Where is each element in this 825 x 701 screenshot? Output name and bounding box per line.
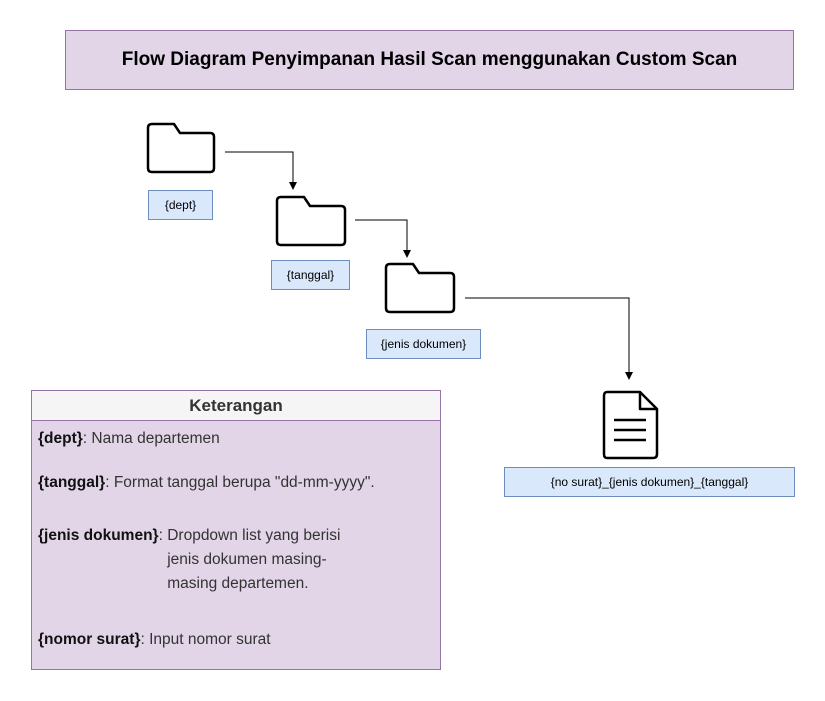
node-label-tanggal: {tanggal} [271,260,350,290]
legend-box: Keterangan {dept}: Nama departemen {tang… [31,390,441,670]
edge-dept-to-tanggal [225,151,297,190]
folder-icon [146,122,216,174]
legend-desc: Dropdown list yang berisi jenis dokumen … [167,524,340,596]
legend-item-nomor-surat: {nomor surat}: Input nomor surat [38,628,271,652]
legend-item-jenis-dokumen: {jenis dokumen}: Dropdown list yang beri… [38,524,340,596]
legend-item-tanggal: {tanggal}: Format tanggal berupa "dd-mm-… [38,471,375,495]
node-label-jenis-dokumen: {jenis dokumen} [366,329,481,359]
edge-jenis-dokumen-to-file [465,297,633,380]
legend-item-dept: {dept}: Nama departemen [38,427,220,451]
folder-icon [384,262,456,314]
legend-desc: Format tanggal berupa "dd-mm-yyyy". [113,474,375,491]
legend-term: {nomor surat} [38,631,141,648]
legend-desc-line: masing departemen. [167,575,309,592]
legend-term: {tanggal} [38,474,106,491]
legend-desc-line: jenis dokumen masing- [167,551,327,568]
legend-separator: : [140,631,150,648]
node-label-dept: {dept} [148,190,213,220]
legend-separator: : [82,430,92,447]
legend-separator: : [158,527,168,544]
legend-term: {jenis dokumen} [38,527,159,544]
node-label-file: {no surat}_{jenis dokumen}_{tanggal} [504,467,795,497]
document-icon [602,390,659,460]
legend-desc: Input nomor surat [149,631,271,648]
legend-separator: : [105,474,114,491]
diagram-title: Flow Diagram Penyimpanan Hasil Scan meng… [65,30,794,90]
folder-icon [275,195,347,247]
legend-desc: Nama departemen [91,430,220,447]
edge-tanggal-to-jenis-dokumen [355,219,411,258]
legend-term: {dept} [38,430,83,447]
legend-desc-line: Dropdown list yang berisi [167,527,341,544]
legend-title: Keterangan [32,391,440,421]
